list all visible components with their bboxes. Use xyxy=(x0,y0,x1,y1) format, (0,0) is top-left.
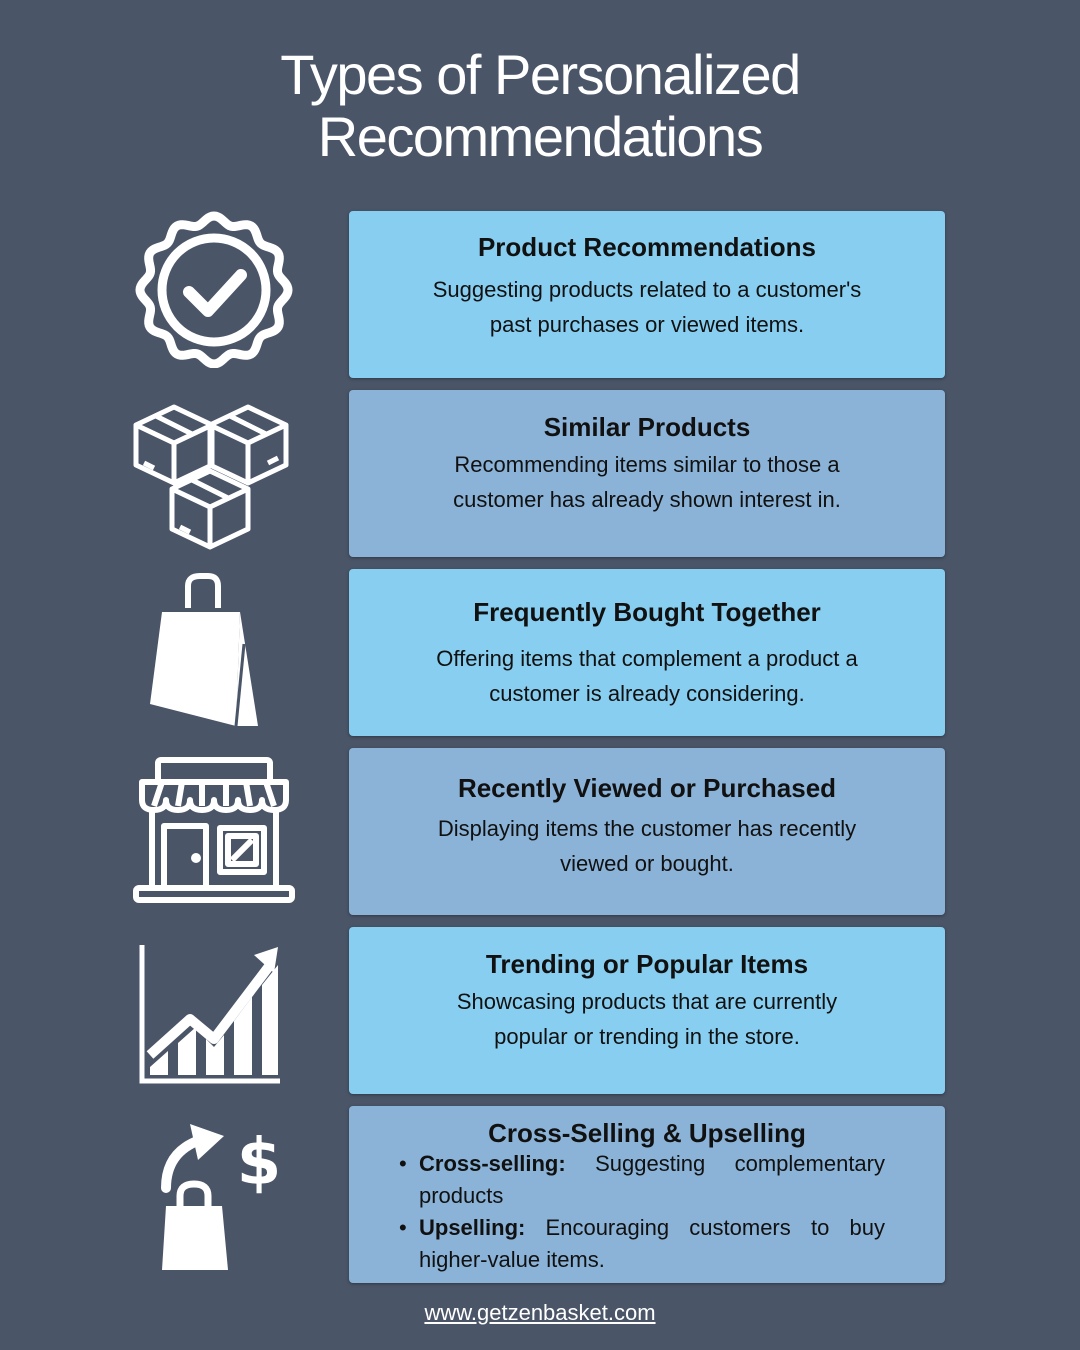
list-item: Upselling: Encouraging customers to buy … xyxy=(397,1212,885,1276)
card-description-line-2: past purchases or viewed items. xyxy=(489,312,805,337)
card-description-line-2: popular or trending in the store. xyxy=(494,1024,800,1049)
card-trending-or-popular-items: Trending or Popular Items Showcasing pro… xyxy=(349,927,945,1094)
card-description-line-2: customer is already considering. xyxy=(489,681,805,706)
bullet-text: Suggesting complementary products xyxy=(419,1151,885,1208)
card-similar-products: Similar Products Recommending items simi… xyxy=(349,390,945,557)
card-heading: Frequently Bought Together xyxy=(473,597,821,627)
card-product-recommendations: Product Recommendations Suggesting produ… xyxy=(349,211,945,378)
bullet-list: Cross-selling: Suggesting complementary … xyxy=(397,1148,885,1276)
card-description-line-2: customer has already shown interest in. xyxy=(453,487,841,512)
card-frequently-bought-together: Frequently Bought Together Offering item… xyxy=(349,569,945,736)
badge-check-icon xyxy=(124,208,304,368)
bullet-term: Upselling: xyxy=(419,1215,526,1240)
card-heading: Product Recommendations xyxy=(477,232,817,262)
page-title-line-2: Recommendations xyxy=(317,105,764,168)
shopping-bag-icon xyxy=(124,572,304,732)
card-heading: Cross-Selling & Upselling xyxy=(488,1118,806,1148)
card-description-line-1: Offering items that complement a product… xyxy=(436,646,858,671)
card-heading: Trending or Popular Items xyxy=(485,949,809,979)
bullet-text: Encouraging customers to buy higher-valu… xyxy=(419,1215,885,1272)
card-cross-selling-upselling: Cross-Selling & Upselling Cross-selling:… xyxy=(349,1106,945,1283)
upsell-bag-dollar-icon: $ xyxy=(124,1112,304,1272)
bullet-term: Cross-selling: xyxy=(419,1151,566,1176)
card-description-line-2: viewed or bought. xyxy=(560,851,734,876)
boxes-icon xyxy=(124,395,304,555)
card-recently-viewed-or-purchased: Recently Viewed or Purchased Displaying … xyxy=(349,748,945,915)
card-heading: Recently Viewed or Purchased xyxy=(457,773,837,803)
footer-website-link[interactable]: www.getzenbasket.com xyxy=(424,1300,656,1325)
storefront-icon xyxy=(124,752,304,912)
page-title: Types of Personalized Recommendations xyxy=(0,44,1080,168)
list-item: Cross-selling: Suggesting complementary … xyxy=(397,1148,885,1212)
svg-text:$: $ xyxy=(237,1126,282,1200)
card-description-line-1: Recommending items similar to those a xyxy=(454,452,840,477)
card-heading: Similar Products xyxy=(543,412,751,442)
trending-chart-icon xyxy=(124,935,304,1095)
card-description-line-1: Displaying items the customer has recent… xyxy=(437,816,857,841)
card-description-line-1: Suggesting products related to a custome… xyxy=(432,277,862,302)
card-description-line-1: Showcasing products that are currently xyxy=(456,989,838,1014)
page-title-line-1: Types of Personalized xyxy=(280,43,801,106)
